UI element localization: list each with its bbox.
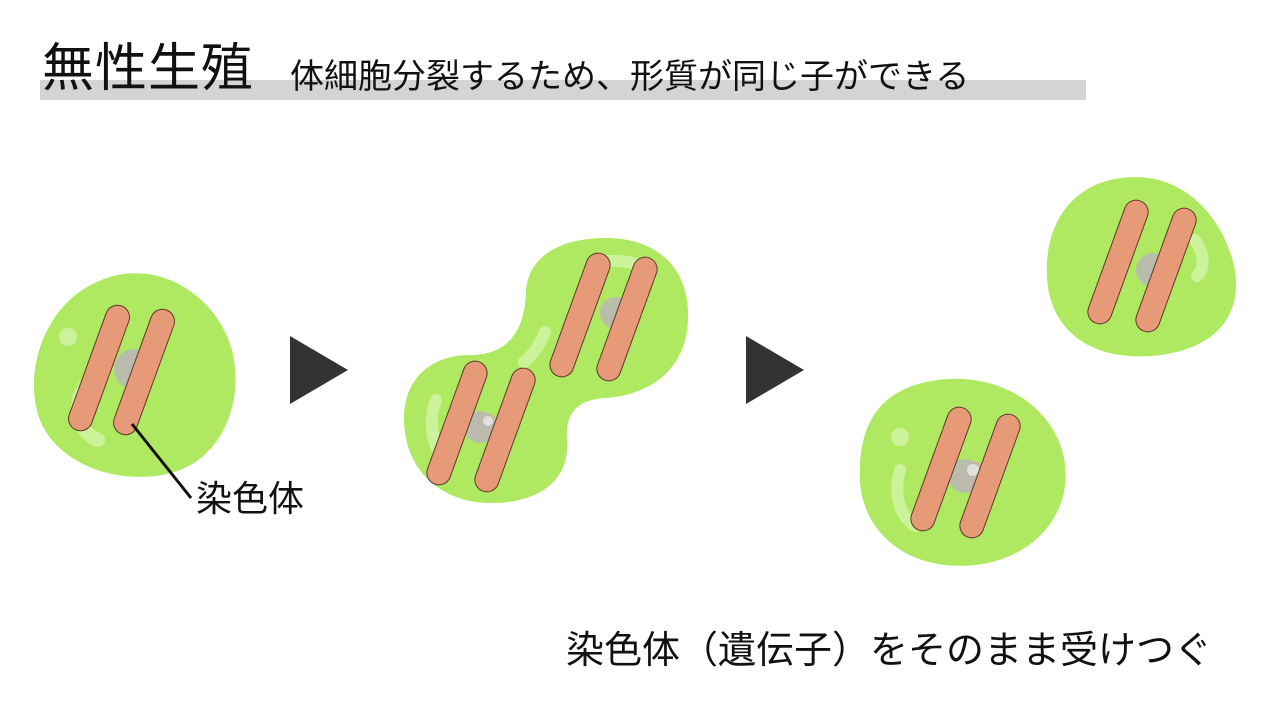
caption: 染色体（遺伝子）をそのまま受けつぐ	[566, 628, 1213, 672]
daughter-cell-top-chromosome-left	[1087, 199, 1149, 325]
page-title: 無性生殖	[42, 39, 255, 99]
daughter-cell-top	[1046, 177, 1237, 357]
dividing-cell-chromosome-bottom-left	[426, 360, 488, 486]
dividing-cell	[403, 237, 689, 504]
page-subtitle: 体細胞分裂するため、形質が同じ子ができる	[290, 57, 970, 97]
parent-cell-chromosome-right	[113, 308, 175, 436]
arrow-icon	[746, 336, 804, 404]
chromosome-label: 染色体	[196, 479, 305, 520]
arrow-icon	[290, 336, 348, 404]
parent-cell-chromosome-left	[68, 304, 130, 432]
daughter-cell-bottom	[859, 378, 1066, 566]
parent-cell	[33, 273, 236, 499]
parent-cell-highlight-dot	[59, 328, 77, 346]
dividing-cell-highlight-mid	[518, 326, 551, 368]
title-highlight-bar	[40, 80, 1086, 100]
daughter-cell-bottom-highlight-dot	[891, 428, 909, 446]
daughter-cell-top-chromosome-right	[1135, 207, 1197, 333]
daughter-cell-bottom-chromosome-left	[910, 406, 972, 532]
dividing-cell-chromosome-bottom-right	[474, 367, 536, 493]
daughter-cell-top-highlight	[1189, 234, 1209, 282]
dividing-cell-chromosome-top-right	[596, 256, 658, 382]
chromosome-pointer-line	[130, 423, 193, 499]
dividing-cell-chromosome-top-left	[549, 252, 611, 378]
daughter-cell-bottom-chromosome-right	[959, 413, 1021, 539]
